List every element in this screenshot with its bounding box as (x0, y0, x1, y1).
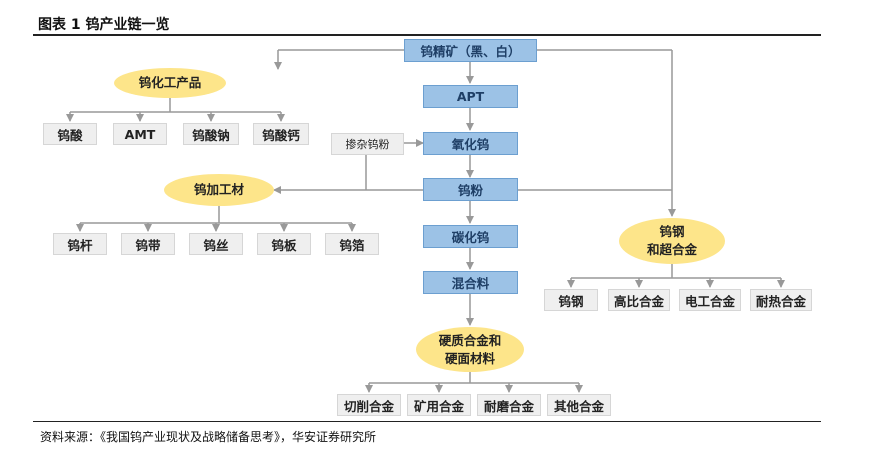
hard-product-other: 其他合金 (547, 394, 611, 416)
proc-product-rod: 钨杆 (53, 233, 107, 255)
node-tungsten-carbide: 碳化钨 (423, 225, 518, 248)
hard-line2: 硬面材料 (444, 350, 495, 366)
top-rule (33, 34, 821, 36)
node-tungsten-powder: 钨粉 (423, 178, 518, 201)
node-tungsten-oxide: 氧化钨 (423, 132, 518, 155)
steel-line2: 和超合金 (646, 242, 697, 257)
chem-product-amt: AMT (113, 123, 167, 145)
node-apt: APT (423, 85, 518, 108)
node-mixture: 混合料 (423, 271, 518, 294)
node-tungsten-steel: 钨钢 和超合金 (619, 218, 725, 264)
node-hard-alloy: 硬质合金和 硬面材料 (416, 327, 524, 372)
bottom-rule (33, 421, 821, 422)
node-doped-powder: 掺杂钨粉 (331, 133, 404, 155)
steel-line1: 钨钢 (659, 224, 685, 239)
proc-product-foil: 钨箔 (325, 233, 379, 255)
proc-product-strip: 钨带 (121, 233, 175, 255)
chem-product-sodium-tungstate: 钨酸钠 (183, 123, 239, 145)
node-processed-materials: 钨加工材 (164, 174, 274, 206)
steel-product-high-density: 高比合金 (608, 289, 670, 311)
hard-product-mining: 矿用合金 (407, 394, 471, 416)
figure-title: 图表 1 钨产业链一览 (38, 17, 170, 33)
steel-product-electrical: 电工合金 (679, 289, 741, 311)
proc-product-plate: 钨板 (257, 233, 311, 255)
chem-product-calcium-tungstate: 钨酸钙 (253, 123, 309, 145)
node-chem-products: 钨化工产品 (114, 68, 226, 98)
source-note: 资料来源：《我国钨产业现状及战略储备思考》，华安证券研究所 (40, 430, 377, 444)
proc-product-wire: 钨丝 (189, 233, 243, 255)
node-tungsten-concentrate: 钨精矿（黑、白） (404, 39, 537, 62)
steel-product-tungsten-steel: 钨钢 (544, 289, 598, 311)
steel-product-heat-resistant: 耐热合金 (750, 289, 812, 311)
hard-line1: 硬质合金和 (438, 332, 502, 348)
chem-product-tungstic-acid: 钨酸 (43, 123, 97, 145)
hard-product-cutting: 切削合金 (337, 394, 401, 416)
hard-product-wear: 耐磨合金 (477, 394, 541, 416)
